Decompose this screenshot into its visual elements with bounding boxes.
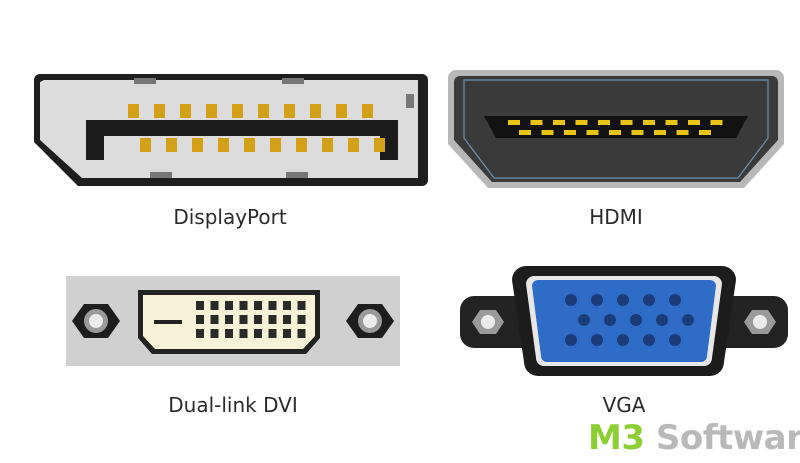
dvi-pin [196,315,204,324]
hdmi-pin-top [665,120,678,125]
dp-pin-bottom [322,138,333,152]
hdmi-connector [446,68,786,190]
dp-pin-bottom [244,138,255,152]
dvi-pin [297,301,306,310]
dp-pin-top [154,104,165,118]
dp-pin-top [128,104,139,118]
dvi-pin [196,329,204,338]
hdmi-pin-bottom [676,130,689,135]
hdmi-pin-top [508,120,520,125]
dvi-pin [268,315,277,324]
dvi-pin [225,315,233,324]
vga-connector [456,262,792,380]
dp-pin-bottom [218,138,229,152]
vga-pin [591,334,603,346]
hdmi-pin-top [553,120,565,125]
vga-pin [565,294,577,306]
dvi-pin [210,301,219,310]
hdmi-pin-top [620,120,633,125]
dvi-pin [283,315,291,324]
dp-pin-top [258,104,269,118]
dvi-pin [268,329,277,338]
right-screw-icon [346,304,394,338]
dvi-pin [210,315,219,324]
hdmi-pin-bottom [519,130,531,135]
vga-pin [604,314,616,326]
dp-pin-bottom [348,138,359,152]
displayport-illustration [34,74,428,186]
dp-pin-top [232,104,243,118]
vga-illustration [460,266,788,376]
hdmi-pin-top [688,120,700,125]
displayport-label: DisplayPort [173,205,287,229]
dvi-pin [268,301,277,310]
dp-pin-top [284,104,295,118]
dvi-pin [239,301,248,310]
hdmi-pin-bottom [541,130,554,135]
dvi-pin [225,301,233,310]
dp-pin-top [362,104,373,118]
dp-pin-top [206,104,217,118]
logo-prefix: M3 [588,418,645,458]
dp-pin-bottom [140,138,151,152]
dp-pin-top [336,104,347,118]
dvi-connector [66,276,400,366]
dp-pin-bottom [296,138,307,152]
dp-pin-top [180,104,191,118]
hdmi-pin-top [530,120,543,125]
dvi-pin [297,329,306,338]
hdmi-pin-top [575,120,588,125]
dp-pin-bottom [270,138,281,152]
dvi-pin [254,329,262,338]
vga-pin [643,334,655,346]
dvi-pin [254,301,262,310]
dp-pin-bottom [192,138,203,152]
dp-pin-bottom [166,138,177,152]
dvi-pin [210,329,219,338]
dvi-pin [283,329,291,338]
hdmi-pin-top [710,120,723,125]
vga-pin [565,334,577,346]
left-screw-icon [472,310,504,334]
dvi-pin [283,301,291,310]
dvi-pin [239,329,248,338]
dvi-pin [225,329,233,338]
dvi-label: Dual-link DVI [168,393,298,417]
hdmi-pin-bottom [631,130,644,135]
dp-pin-bottom [374,138,385,152]
dp-pin-top [310,104,321,118]
dvi-pin [254,315,262,324]
displayport-connector [30,68,430,190]
right-screw-icon [744,310,776,334]
dvi-pin [297,315,306,324]
hdmi-pin-bottom [654,130,666,135]
vga-pin [578,314,590,326]
hdmi-pin-bottom [609,130,621,135]
vga-pin [630,314,642,326]
vga-pin [617,294,629,306]
vga-label: VGA [602,393,646,417]
hdmi-pin-top [643,120,655,125]
vga-pin [682,314,694,326]
vga-pin [656,314,668,326]
logo-name: Software [655,418,800,458]
vga-pin [591,294,603,306]
dvi-pin [196,301,204,310]
hdmi-pin-bottom [564,130,576,135]
dvi-illustration [66,276,400,366]
vga-pin [643,294,655,306]
vga-pin [617,334,629,346]
vga-pin [669,294,681,306]
left-screw-icon [72,304,120,338]
dvi-pin [239,315,248,324]
hdmi-pin-bottom [586,130,599,135]
hdmi-pin-top [598,120,610,125]
m3-software-logo: M3 Software [588,418,800,458]
hdmi-illustration [448,70,784,188]
hdmi-pin-bottom [699,130,711,135]
vga-pin [669,334,681,346]
hdmi-label: HDMI [589,205,643,229]
